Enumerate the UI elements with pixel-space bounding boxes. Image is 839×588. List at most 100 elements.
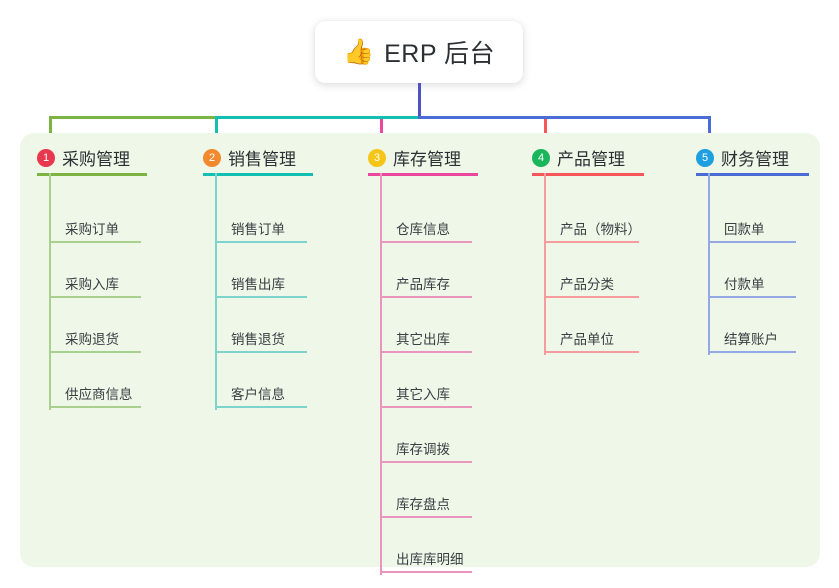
leaf-underline <box>49 296 141 298</box>
branch-column-3: 3 库存管理仓库信息产品库存其它出库其它入库库存调拨库存盘点出库库明细 <box>368 133 538 575</box>
branch-riser-2 <box>215 116 218 147</box>
leaf-underline <box>708 351 796 353</box>
branch-index-badge: 2 <box>203 148 221 167</box>
leaf-underline <box>49 241 141 243</box>
leaf-node[interactable]: 销售订单 <box>215 203 307 243</box>
leaf-label: 客户信息 <box>231 387 285 402</box>
branch-spine <box>380 173 382 575</box>
leaf-node[interactable]: 库存盘点 <box>380 478 472 518</box>
branch-header-3[interactable]: 3 库存管理 <box>368 145 461 170</box>
root-trunk-connector <box>418 83 421 117</box>
branch-header-1[interactable]: 1 采购管理 <box>37 145 130 170</box>
leaf-label: 采购入库 <box>65 277 119 292</box>
leaf-label: 销售退货 <box>231 332 285 347</box>
branch-header-underline <box>203 173 313 176</box>
leaf-label: 产品分类 <box>560 277 614 292</box>
leaf-underline <box>49 351 141 353</box>
leaf-underline <box>380 461 472 463</box>
connector-bus-segment-2 <box>215 116 420 119</box>
branch-riser-3 <box>380 116 383 147</box>
leaf-node[interactable]: 其它出库 <box>380 313 472 353</box>
leaf-node[interactable]: 结算账户 <box>708 313 796 353</box>
leaf-node[interactable]: 销售退货 <box>215 313 307 353</box>
leaf-node[interactable]: 产品单位 <box>544 313 639 353</box>
leaf-underline <box>215 351 307 353</box>
leaf-node[interactable]: 客户信息 <box>215 368 307 408</box>
branch-title: 库存管理 <box>393 150 461 169</box>
root-node[interactable]: 👍 ERP 后台 <box>315 21 523 83</box>
branch-title: 采购管理 <box>62 150 130 169</box>
leaf-label: 产品库存 <box>396 277 450 292</box>
branch-header-underline <box>368 173 478 176</box>
branch-title: 产品管理 <box>557 150 625 169</box>
branch-riser-1 <box>49 116 52 147</box>
branch-spine <box>708 173 710 355</box>
branch-index-badge: 3 <box>368 148 386 167</box>
branch-spine <box>215 173 217 410</box>
connector-bus-segment-1 <box>49 116 215 119</box>
branch-column-4: 4 产品管理产品（物料） 产品分类产品单位 <box>532 133 704 567</box>
branch-index-badge: 1 <box>37 148 55 167</box>
leaf-node[interactable]: 付款单 <box>708 258 796 298</box>
branch-riser-5 <box>708 116 711 147</box>
leaf-underline <box>380 516 472 518</box>
root-title: ERP 后台 <box>384 40 496 68</box>
leaf-node[interactable]: 销售出库 <box>215 258 307 298</box>
branch-spine <box>49 173 51 410</box>
leaf-node[interactable]: 回款单 <box>708 203 796 243</box>
leaf-underline <box>544 241 639 243</box>
leaf-node[interactable]: 产品分类 <box>544 258 639 298</box>
leaf-underline <box>49 406 141 408</box>
branch-header-2[interactable]: 2 销售管理 <box>203 145 296 170</box>
branch-title: 财务管理 <box>721 150 789 169</box>
leaf-underline <box>215 241 307 243</box>
leaf-underline <box>544 351 639 353</box>
branch-header-underline <box>696 173 809 176</box>
leaf-label: 其它出库 <box>396 332 450 347</box>
branch-index-badge: 4 <box>532 148 550 167</box>
branch-header-underline <box>37 173 147 176</box>
leaf-label: 结算账户 <box>724 332 778 347</box>
leaf-node[interactable]: 产品（物料） <box>544 203 641 243</box>
branch-column-2: 2 销售管理销售订单销售出库销售退货客户信息 <box>203 133 373 567</box>
leaf-label: 库存盘点 <box>396 497 450 512</box>
branch-header-5[interactable]: 5 财务管理 <box>696 145 789 170</box>
thumbs-up-icon: 👍 <box>342 37 375 66</box>
connector-bus-segment-3 <box>418 116 710 119</box>
leaf-label: 仓库信息 <box>396 222 450 237</box>
leaf-label: 采购订单 <box>65 222 119 237</box>
leaf-node[interactable]: 库存调拨 <box>380 423 472 463</box>
leaf-label: 产品（物料） <box>560 222 641 237</box>
leaf-underline <box>380 351 472 353</box>
leaf-node[interactable]: 其它入库 <box>380 368 472 408</box>
leaf-node[interactable]: 采购入库 <box>49 258 141 298</box>
branches-panel: 1 采购管理采购订单采购入库采购退货供应商信息 2 销售管理销售订单销售出库销售退货客… <box>20 133 820 575</box>
leaf-underline <box>708 296 796 298</box>
branch-index-badge: 5 <box>696 148 714 167</box>
leaf-label: 库存调拨 <box>396 442 450 457</box>
leaf-label: 采购退货 <box>65 332 119 347</box>
branch-column-1: 1 采购管理采购订单采购入库采购退货供应商信息 <box>37 133 207 567</box>
leaf-node[interactable]: 供应商信息 <box>49 368 141 408</box>
branch-riser-4 <box>544 116 547 147</box>
leaf-underline <box>380 241 472 243</box>
branch-spine <box>544 173 546 355</box>
leaf-label: 出库库明细 <box>396 552 464 567</box>
branch-header-underline <box>532 173 644 176</box>
leaf-node[interactable]: 产品库存 <box>380 258 472 298</box>
branch-column-5: 5 财务管理回款单付款单结算账户 <box>696 133 839 567</box>
leaf-underline <box>380 571 472 573</box>
leaf-node[interactable]: 采购订单 <box>49 203 141 243</box>
leaf-underline <box>215 406 307 408</box>
leaf-label: 销售出库 <box>231 277 285 292</box>
leaf-underline <box>215 296 307 298</box>
leaf-label: 销售订单 <box>231 222 285 237</box>
leaf-label: 产品单位 <box>560 332 614 347</box>
leaf-label: 付款单 <box>724 277 765 292</box>
leaf-node[interactable]: 仓库信息 <box>380 203 472 243</box>
leaf-node[interactable]: 出库库明细 <box>380 533 472 573</box>
leaf-node[interactable]: 采购退货 <box>49 313 141 353</box>
branch-title: 销售管理 <box>228 150 296 169</box>
branch-header-4[interactable]: 4 产品管理 <box>532 145 625 170</box>
